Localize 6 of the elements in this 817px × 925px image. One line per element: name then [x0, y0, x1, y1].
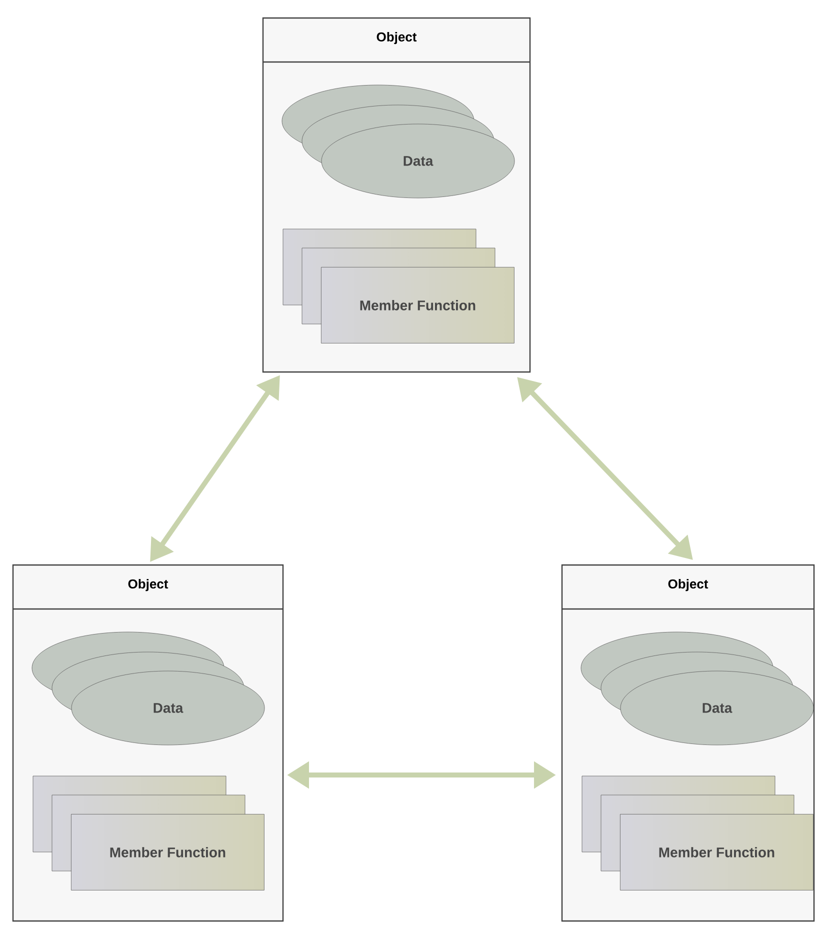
data-ellipse-stack: Data — [580, 632, 814, 746]
member-function-stack: Member Function — [32, 776, 264, 890]
data-ellipse-stack: Data — [32, 632, 265, 746]
data-ellipse-stack: Data — [282, 84, 515, 198]
member-function-stack: Member Function — [282, 228, 514, 344]
member-function-stack: Member Function — [582, 776, 814, 890]
